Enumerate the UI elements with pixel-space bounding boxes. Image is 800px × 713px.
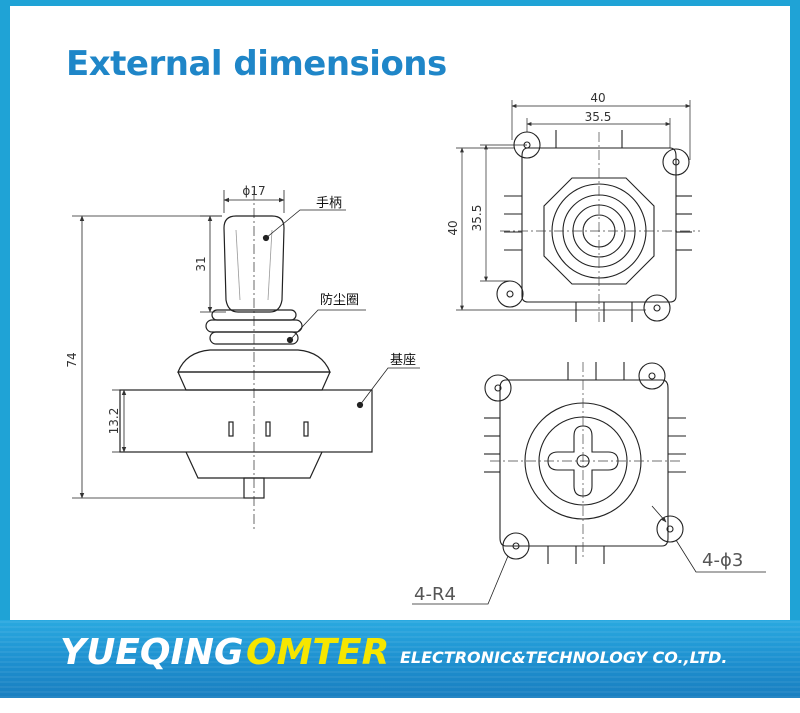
banner-texture: [0, 620, 800, 698]
dim-handle-31: 31: [194, 256, 208, 271]
top-view: [456, 100, 700, 322]
frame-left: [0, 0, 10, 713]
top-body: [521, 147, 677, 303]
brand-yueqing: YUEQING: [60, 632, 244, 673]
company-banner: [0, 620, 800, 698]
dome-top: [177, 349, 331, 373]
page-title: External dimensions: [66, 44, 447, 84]
brand-omter: OMTER: [246, 632, 390, 673]
label-boot: 防尘圈: [320, 292, 359, 308]
side-view: [72, 190, 420, 530]
bottom-cross: [547, 425, 619, 497]
label-4-r4: 4-R4: [414, 584, 456, 605]
dim-top-width-40: 40: [590, 91, 605, 105]
handle-shape: [223, 215, 285, 313]
frame-right: [790, 0, 800, 713]
frame-top: [0, 0, 800, 6]
dim-total-74: 74: [65, 352, 79, 367]
banner-bottom-strip: [0, 698, 800, 713]
dim-top-width-35-5: 35.5: [585, 110, 612, 124]
dim-top-height-35-5: 35.5: [470, 205, 484, 232]
bottom-view: [412, 362, 766, 605]
top-octagon: [543, 177, 655, 285]
label-handle: 手柄: [316, 196, 342, 211]
base-block: [119, 389, 373, 453]
label-4-holes: 4-ϕ3: [702, 550, 743, 571]
stem: [243, 477, 265, 499]
dim-top-height-40: 40: [446, 220, 460, 235]
dim-base-13-2: 13.2: [107, 408, 121, 435]
boot-ring-3: [209, 331, 299, 345]
brand-tagline: ELECTRONIC&TECHNOLOGY CO.,LTD.: [400, 648, 728, 667]
bottom-body: [499, 379, 669, 547]
dim-diameter-17: ϕ17: [242, 184, 265, 198]
label-base: 基座: [390, 353, 416, 368]
